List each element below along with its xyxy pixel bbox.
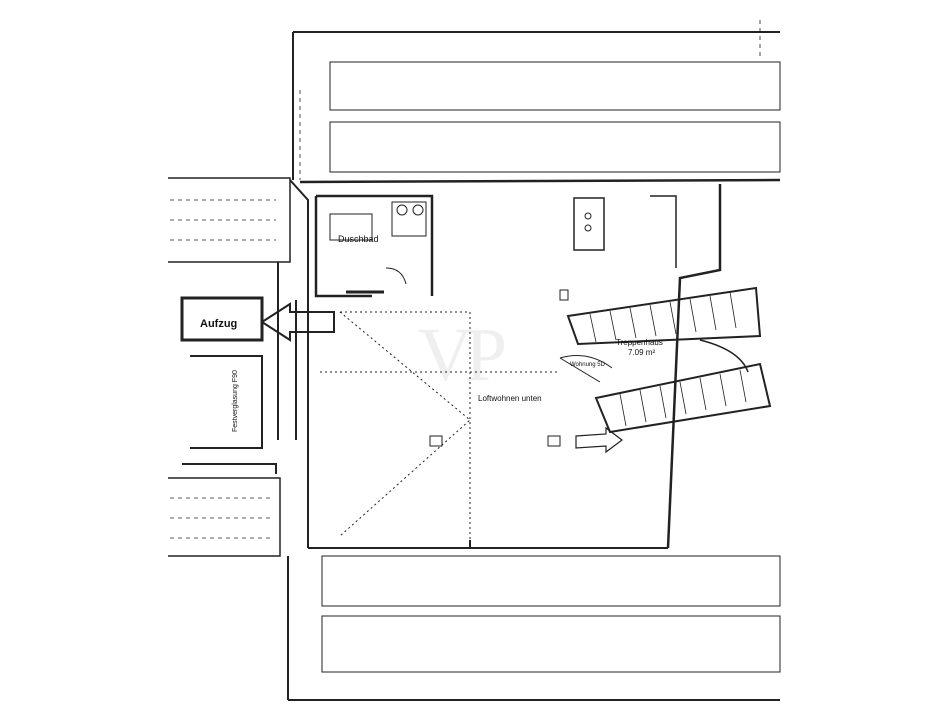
roof-hatch-lines	[170, 20, 761, 539]
left-wing-bottom	[168, 477, 281, 557]
inner-wall-top	[299, 178, 781, 184]
stair-landing	[699, 339, 749, 373]
stair-flight-lower	[594, 362, 772, 434]
fixture-1	[429, 435, 443, 447]
stair-wall-right	[666, 184, 722, 549]
stair-area-label: 7.09 m²	[628, 348, 656, 357]
kitchen-counter	[650, 195, 677, 268]
entrance-arrow	[575, 426, 623, 454]
fixture-2	[547, 435, 561, 447]
roof-panel-1	[329, 61, 781, 111]
stair-treads	[589, 291, 747, 427]
kitchen-island	[573, 197, 605, 251]
sink-bowl-1	[396, 204, 408, 216]
hob-2	[584, 224, 592, 232]
shower-label: Duschbad	[338, 234, 379, 244]
apartment-label: Wohnung 5D	[570, 362, 605, 368]
roof-panel-3	[321, 555, 781, 607]
sink	[391, 201, 427, 237]
left-wall-lower	[182, 463, 277, 474]
elevator-arrow	[260, 302, 335, 342]
shower-tray	[329, 213, 373, 241]
outer-wall-bottom	[287, 556, 780, 701]
bathroom-walls	[314, 194, 434, 298]
sink-bowl-2	[412, 204, 424, 216]
stair-label: Treppenhaus	[616, 338, 663, 347]
inner-wall-bottom	[308, 540, 668, 549]
left-wing-top	[168, 177, 291, 263]
loft-label: Loftwohnen unten	[478, 394, 542, 403]
elevator-label: Aufzug	[200, 318, 238, 330]
bath-door	[385, 267, 407, 285]
hob-1	[584, 212, 592, 220]
outer-wall-top	[292, 31, 780, 180]
glazing-box	[190, 355, 263, 449]
left-corridor	[277, 179, 309, 548]
watermark-logo: VP	[418, 313, 507, 397]
stair-flight-upper	[566, 286, 762, 346]
roof-panel-2	[329, 121, 781, 173]
landing-door-arc	[559, 355, 613, 383]
roof-panel-4	[321, 615, 781, 673]
elevator-shaft	[180, 296, 264, 342]
sloped-ceiling-lines	[339, 311, 471, 540]
fixture-3	[559, 289, 569, 301]
glazing-label: Festverglasung F90	[232, 370, 239, 432]
